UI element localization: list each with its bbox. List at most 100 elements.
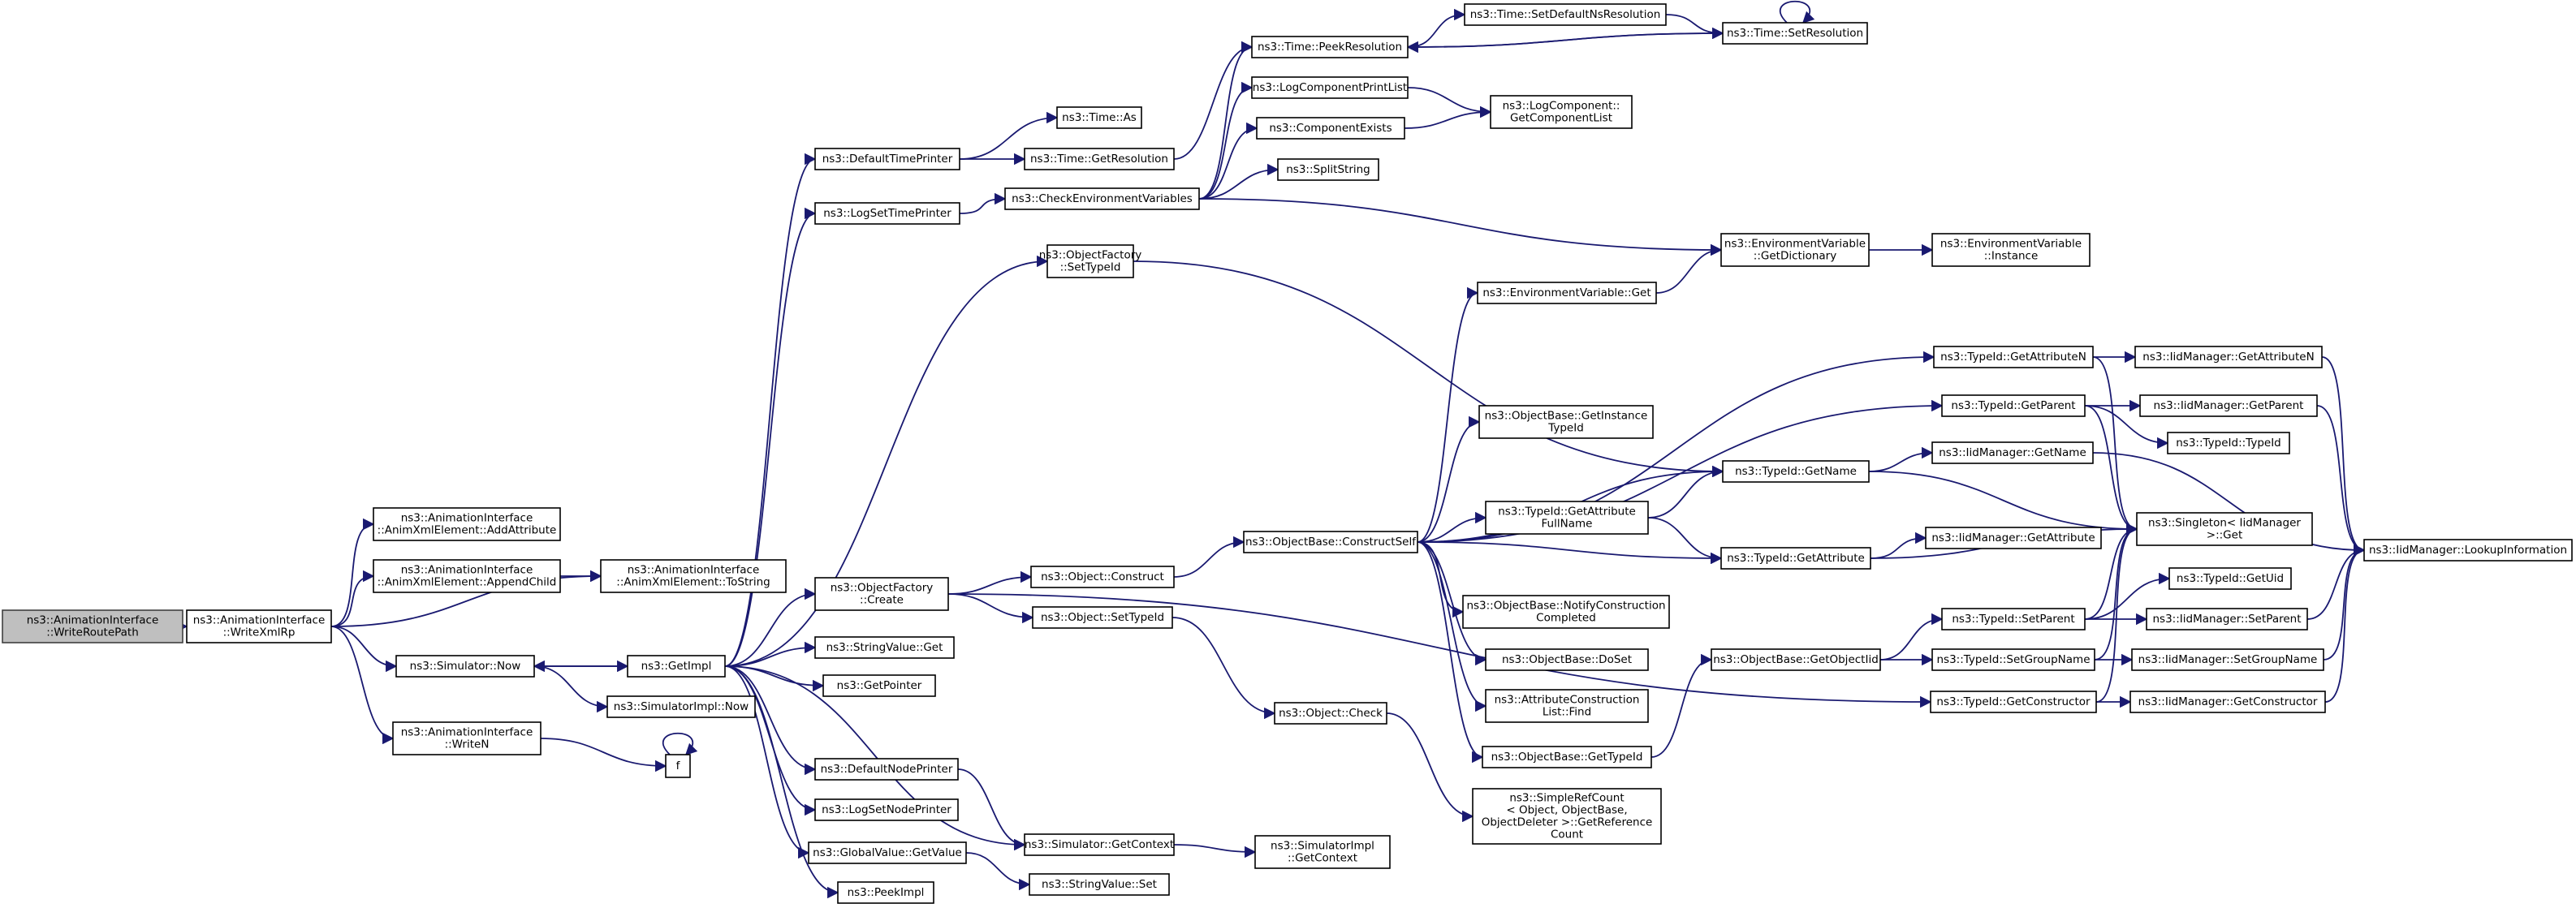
node-box bbox=[1930, 691, 2097, 713]
node-ns3-animationinterface-writexmlrp[interactable]: ns3::AnimationInterface::WriteXmlRp bbox=[186, 609, 332, 643]
node-ns3-logcomponentprintlist[interactable]: ns3::LogComponentPrintList bbox=[1251, 76, 1409, 99]
node-ns3-typeid-setparent[interactable]: ns3::TypeId::SetParent bbox=[1941, 608, 2086, 630]
node-label: ns3::TypeId::GetConstructor bbox=[1936, 695, 2091, 708]
node-ns3-typeid-getparent[interactable]: ns3::TypeId::GetParent bbox=[1941, 394, 2086, 417]
node-ns3-componentexists[interactable]: ns3::ComponentExists bbox=[1256, 117, 1405, 140]
node-ns3-getimpl[interactable]: ns3::GetImpl bbox=[627, 655, 726, 678]
node-box bbox=[1251, 36, 1409, 58]
edge-n32-n43 bbox=[1386, 712, 1474, 823]
node-ns3-splitstring[interactable]: ns3::SplitString bbox=[1277, 158, 1379, 181]
node-ns3-objectfactory-create[interactable]: ns3::ObjectFactory::Create bbox=[814, 577, 949, 611]
node-ns3-peekimpl[interactable]: ns3::PeekImpl bbox=[837, 881, 934, 904]
node-label: ns3::Time::PeekResolution bbox=[1258, 41, 1402, 54]
node-ns3-environmentvariable-getdictionary[interactable]: ns3::EnvironmentVariable::GetDictionary bbox=[1720, 233, 1870, 267]
node-ns3-stringvalue-get[interactable]: ns3::StringValue::Get bbox=[814, 636, 955, 659]
node-ns3-time-getresolution[interactable]: ns3::Time::GetResolution bbox=[1024, 148, 1175, 170]
node-label: ns3::TypeId::SetParent bbox=[1952, 613, 2074, 626]
node-ns3-environmentvariable-get[interactable]: ns3::EnvironmentVariable::Get bbox=[1477, 282, 1657, 304]
node-ns3-object-construct[interactable]: ns3::Object::Construct bbox=[1030, 566, 1175, 588]
node-label: ns3::LogSetTimePrinter bbox=[823, 207, 951, 220]
node-ns3-time-as[interactable]: ns3::Time::As bbox=[1056, 106, 1142, 129]
edge-n1-n2 bbox=[330, 518, 375, 627]
node-ns3-time-setresolution[interactable]: ns3::Time::SetResolution bbox=[1722, 22, 1868, 45]
node-ns3-iidmanager-getattribute[interactable]: ns3::IidManager::GetAttribute bbox=[1925, 527, 2102, 549]
node-ns3-simplerefcount-object-objectbase-objectdeleter-getreference-count[interactable]: ns3::SimpleRefCount< Object, ObjectBase,… bbox=[1472, 788, 1662, 845]
node-box bbox=[1720, 233, 1870, 267]
edge-n22-n46 bbox=[1133, 260, 1724, 478]
node-ns3-iidmanager-setgroupname[interactable]: ns3::IidManager::SetGroupName bbox=[2131, 648, 2324, 671]
edge-n1-n3 bbox=[330, 570, 375, 627]
node-ns3-animationinterface-animxmlelement-addattribute[interactable]: ns3::AnimationInterface::AnimXmlElement:… bbox=[373, 507, 561, 541]
node-ns3-object-check[interactable]: ns3::Object::Check bbox=[1274, 702, 1387, 725]
node-box bbox=[1931, 648, 2095, 671]
edge-n54-n59 bbox=[2095, 523, 2138, 703]
edge-n8-n15 bbox=[724, 665, 817, 776]
node-f[interactable]: f bbox=[665, 754, 691, 778]
node-label: ::GetContext bbox=[1288, 852, 1357, 865]
node-ns3-globalvalue-getvalue[interactable]: ns3::GlobalValue::GetValue bbox=[808, 841, 967, 864]
node-label: ns3::TypeId::GetAttribute bbox=[1498, 506, 1636, 519]
node-ns3-object-settypeid[interactable]: ns3::Object::SetTypeId bbox=[1032, 606, 1173, 629]
node-ns3-simulator-getcontext[interactable]: ns3::Simulator::GetContext bbox=[1024, 833, 1175, 856]
node-ns3-animationinterface-animxmlelement-tostring[interactable]: ns3::AnimationInterface::AnimXmlElement:… bbox=[600, 559, 787, 593]
node-box bbox=[2, 609, 183, 643]
edge-layer bbox=[175, 0, 2366, 899]
node-ns3-objectbase-gettypeid[interactable]: ns3::ObjectBase::GetTypeId bbox=[1482, 746, 1652, 768]
edge-n8-n22 bbox=[724, 255, 1049, 667]
edge-n36-n45 bbox=[1655, 243, 1723, 294]
node-ns3-time-setdefaultnsresolution[interactable]: ns3::Time::SetDefaultNsResolution bbox=[1464, 3, 1667, 26]
node-ns3-typeid-getuid[interactable]: ns3::TypeId::GetUid bbox=[2168, 567, 2292, 590]
node-ns3-animationinterface-writen[interactable]: ns3::AnimationInterface::WriteN bbox=[392, 721, 542, 755]
node-ns3-singleton-iidmanager-get[interactable]: ns3::Singleton< IidManager>::Get bbox=[2136, 512, 2313, 546]
node-label: ns3::IidManager::SetParent bbox=[2153, 613, 2302, 626]
node-ns3-objectfactory-settypeid[interactable]: ns3::ObjectFactory::SetTypeId bbox=[1039, 244, 1142, 278]
node-ns3-environmentvariable-instance[interactable]: ns3::EnvironmentVariable::Instance bbox=[1931, 233, 2091, 267]
node-ns3-typeid-setgroupname[interactable]: ns3::TypeId::SetGroupName bbox=[1931, 648, 2095, 671]
node-ns3-typeid-getname[interactable]: ns3::TypeId::GetName bbox=[1722, 460, 1870, 483]
node-ns3-simulatorimpl-getcontext[interactable]: ns3::SimulatorImpl::GetContext bbox=[1254, 835, 1391, 869]
node-ns3-animationinterface-writeroutepath[interactable]: ns3::AnimationInterface::WriteRoutePath bbox=[2, 609, 183, 643]
node-ns3-checkenvironmentvariables[interactable]: ns3::CheckEnvironmentVariables bbox=[1004, 187, 1200, 210]
node-ns3-iidmanager-getattributen[interactable]: ns3::IidManager::GetAttributeN bbox=[2134, 346, 2323, 368]
node-label: Completed bbox=[1536, 612, 1596, 625]
node-ns3-defaulttimeprinter[interactable]: ns3::DefaultTimePrinter bbox=[814, 148, 960, 170]
node-ns3-iidmanager-lookupinformation[interactable]: ns3::IidManager::LookupInformation bbox=[2363, 539, 2573, 562]
node-ns3-typeid-getconstructor[interactable]: ns3::TypeId::GetConstructor bbox=[1930, 691, 2097, 713]
node-ns3-simulator-now[interactable]: ns3::Simulator::Now bbox=[395, 655, 535, 678]
node-ns3-time-peekresolution[interactable]: ns3::Time::PeekResolution bbox=[1251, 36, 1409, 58]
node-ns3-objectbase-constructself[interactable]: ns3::ObjectBase::ConstructSelf bbox=[1243, 531, 1418, 553]
node-box bbox=[1032, 606, 1173, 629]
node-ns3-animationinterface-animxmlelement-appendchild[interactable]: ns3::AnimationInterface::AnimXmlElement:… bbox=[373, 559, 561, 593]
node-ns3-getpointer[interactable]: ns3::GetPointer bbox=[822, 674, 936, 697]
edge-n8-n17 bbox=[724, 665, 810, 859]
node-box bbox=[1029, 873, 1170, 896]
node-ns3-logsettimeprinter[interactable]: ns3::LogSetTimePrinter bbox=[814, 202, 960, 225]
edge-n8-n18 bbox=[724, 665, 839, 899]
node-ns3-iidmanager-getname[interactable]: ns3::IidManager::GetName bbox=[1931, 441, 2094, 464]
node-ns3-simulatorimpl-now[interactable]: ns3::SimulatorImpl::Now bbox=[606, 695, 756, 718]
edge-n25-n33 bbox=[1173, 844, 1257, 859]
node-ns3-stringvalue-set[interactable]: ns3::StringValue::Set bbox=[1029, 873, 1170, 896]
edge-n23-n31 bbox=[1173, 536, 1245, 578]
node-ns3-typeid-typeid[interactable]: ns3::TypeId::TypeId bbox=[2167, 432, 2290, 454]
edge-n31-n37 bbox=[1417, 415, 1481, 543]
node-ns3-iidmanager-setparent[interactable]: ns3::IidManager::SetParent bbox=[2146, 608, 2308, 630]
node-ns3-defaultnodeprinter[interactable]: ns3::DefaultNodePrinter bbox=[814, 758, 959, 781]
node-ns3-logcomponent-getcomponentlist[interactable]: ns3::LogComponent::GetComponentList bbox=[1490, 95, 1633, 129]
node-ns3-typeid-getattribute[interactable]: ns3::TypeId::GetAttribute bbox=[1720, 547, 1871, 570]
node-ns3-objectbase-getobjectiid[interactable]: ns3::ObjectBase::GetObjectIid bbox=[1711, 648, 1881, 671]
node-ns3-objectbase-notifyconstruction-completed[interactable]: ns3::ObjectBase::NotifyConstructionCompl… bbox=[1462, 595, 1670, 629]
node-box bbox=[1711, 648, 1881, 671]
node-label: ns3::ObjectFactory bbox=[1039, 249, 1142, 262]
node-ns3-typeid-getattributen[interactable]: ns3::TypeId::GetAttributeN bbox=[1933, 346, 2094, 368]
node-ns3-iidmanager-getparent[interactable]: ns3::IidManager::GetParent bbox=[2139, 394, 2318, 417]
node-ns3-iidmanager-getconstructor[interactable]: ns3::IidManager::GetConstructor bbox=[2129, 691, 2326, 713]
node-label: ns3::AnimationInterface bbox=[193, 614, 326, 627]
node-ns3-objectbase-doset[interactable]: ns3::ObjectBase::DoSet bbox=[1485, 648, 1649, 671]
node-ns3-logsetnodeprinter[interactable]: ns3::LogSetNodePrinter bbox=[814, 798, 959, 821]
edge-n51-n57 bbox=[2084, 405, 2169, 450]
